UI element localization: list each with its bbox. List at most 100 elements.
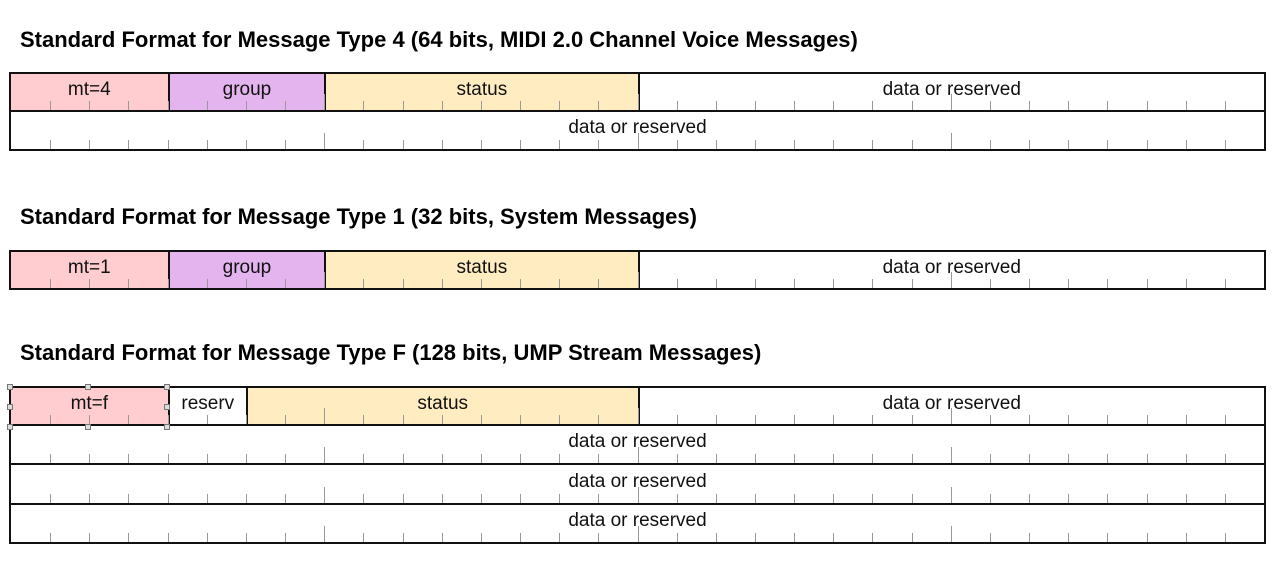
selection-handle[interactable] — [163, 384, 170, 390]
bit-tick — [50, 278, 52, 288]
bit-tick — [676, 533, 678, 542]
bit-tick — [1224, 493, 1226, 503]
bit-tick — [402, 493, 404, 503]
bit-tick — [715, 533, 717, 542]
bit-tick — [911, 493, 913, 503]
bit-tick — [520, 493, 522, 503]
bit-tick — [128, 100, 130, 110]
bit-tick — [402, 100, 404, 110]
bit-tick — [989, 533, 991, 542]
bit-tick — [1029, 278, 1031, 288]
data-field[interactable]: data or reserved — [11, 425, 1264, 463]
bit-tick — [754, 454, 756, 463]
bit-tick — [1224, 140, 1226, 149]
bit-tick — [441, 493, 443, 503]
bit-tick — [480, 140, 482, 149]
field-label: group — [222, 256, 272, 278]
bit-tick — [1029, 454, 1031, 463]
word-row: data or reserved — [9, 425, 1266, 465]
bit-tick — [285, 454, 287, 463]
bit-tick — [754, 533, 756, 542]
bit-tick — [676, 278, 678, 288]
selection-handle[interactable] — [7, 423, 13, 430]
bit-tick — [559, 493, 561, 503]
bit-tick — [1146, 140, 1148, 149]
bit-tick — [872, 493, 874, 503]
bit-tick — [559, 140, 561, 149]
bit-tick — [833, 493, 835, 503]
bit-tick — [167, 414, 169, 424]
bit-tick — [833, 140, 835, 149]
bit-tick — [245, 414, 247, 424]
bit-tick — [559, 414, 561, 424]
bit-tick — [480, 493, 482, 503]
selection-handle[interactable] — [163, 403, 170, 410]
bit-tick — [1146, 454, 1148, 463]
bit-tick — [480, 278, 482, 288]
bit-tick — [206, 100, 208, 110]
field-label: status — [456, 78, 508, 100]
bit-tick — [637, 526, 639, 542]
bit-tick — [128, 454, 130, 463]
group-field[interactable]: group — [167, 74, 325, 110]
selection-handle[interactable] — [85, 423, 92, 430]
bit-tick — [50, 100, 52, 110]
bit-tick — [324, 447, 326, 463]
bit-tick — [1185, 278, 1187, 288]
bit-tick — [911, 414, 913, 424]
bit-tick — [1068, 533, 1070, 542]
field-label: status — [417, 392, 469, 414]
bit-tick — [441, 278, 443, 288]
bit-tick — [676, 100, 678, 110]
bit-tick — [794, 533, 796, 542]
bit-tick — [1224, 454, 1226, 463]
bit-tick — [872, 454, 874, 463]
bit-tick — [1107, 454, 1109, 463]
bit-tick — [50, 140, 52, 149]
bit-tick — [598, 414, 600, 424]
bit-tick — [794, 454, 796, 463]
bit-tick — [167, 278, 169, 288]
bit-tick — [989, 454, 991, 463]
bit-tick — [324, 133, 326, 149]
bit-tick — [715, 140, 717, 149]
word-row: data or reserved — [9, 111, 1266, 151]
selection-handle[interactable] — [7, 384, 13, 390]
bit-tick — [950, 133, 952, 149]
bit-tick — [363, 140, 365, 149]
bit-tick — [441, 100, 443, 110]
bit-tick — [1185, 140, 1187, 149]
bit-tick — [1029, 100, 1031, 110]
bit-tick — [911, 100, 913, 110]
bit-tick — [833, 533, 835, 542]
selection-handle[interactable] — [163, 423, 170, 430]
bit-tick — [794, 140, 796, 149]
bit-tick — [989, 140, 991, 149]
bit-tick — [128, 278, 130, 288]
bit-tick — [480, 533, 482, 542]
selection-handle[interactable] — [85, 384, 92, 390]
bit-tick — [128, 414, 130, 424]
bit-tick — [441, 414, 443, 424]
bit-tick — [89, 278, 91, 288]
bit-tick — [1107, 533, 1109, 542]
bit-tick — [1146, 414, 1148, 424]
bit-tick — [598, 493, 600, 503]
bit-tick — [637, 447, 639, 463]
bit-tick — [637, 93, 639, 110]
field-label: mt=1 — [67, 256, 111, 278]
bit-tick — [794, 278, 796, 288]
bit-tick — [285, 140, 287, 149]
bit-tick — [715, 454, 717, 463]
bit-tick — [1224, 100, 1226, 110]
bit-tick — [950, 271, 952, 288]
bit-tick — [520, 140, 522, 149]
bit-tick — [950, 447, 952, 463]
bit-tick — [676, 140, 678, 149]
bit-tick — [1029, 414, 1031, 424]
selection-handle[interactable] — [7, 403, 13, 410]
bit-tick — [1107, 278, 1109, 288]
bit-tick — [324, 271, 326, 288]
